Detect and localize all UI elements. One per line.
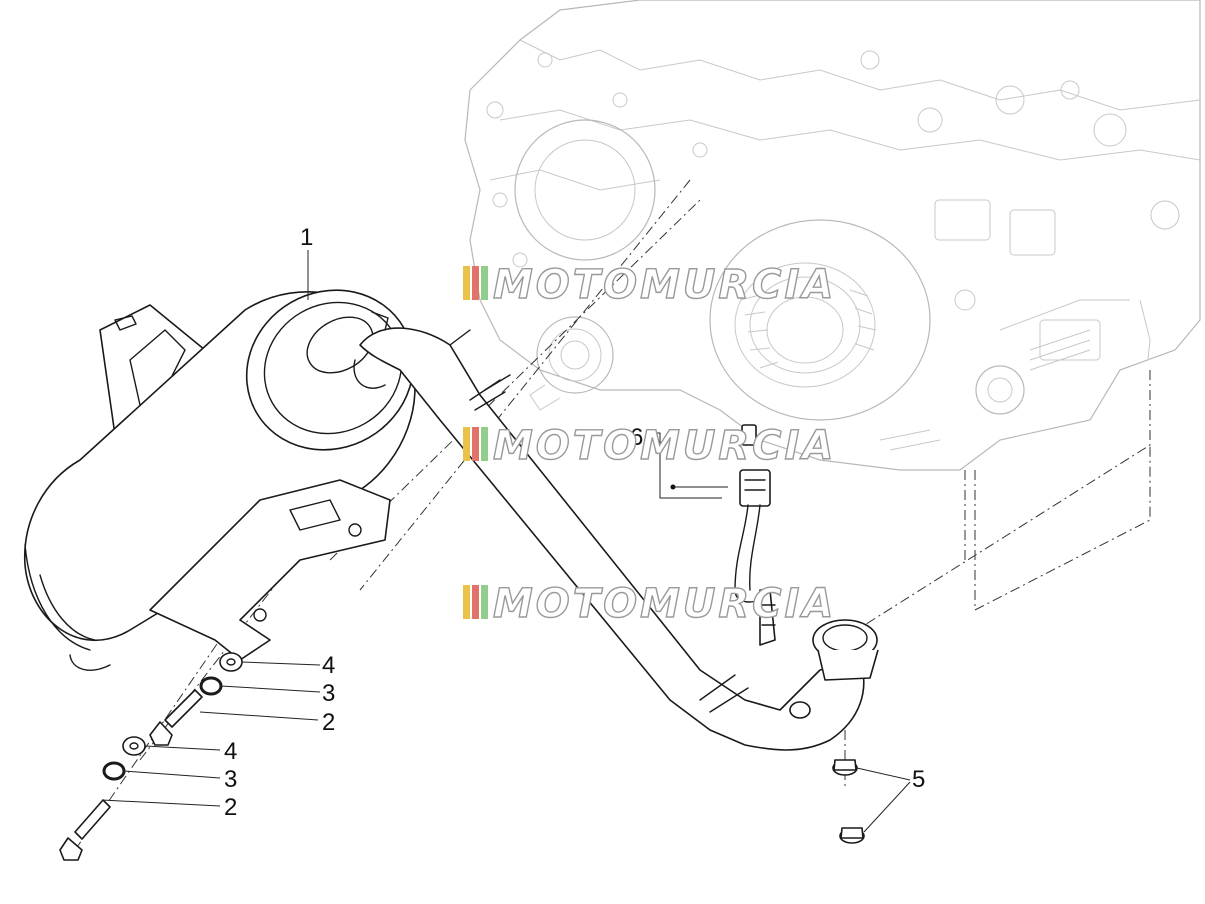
- callout-4-upper: 4: [322, 652, 335, 679]
- callout-6: 6: [630, 424, 643, 451]
- callout-3-lower: 3: [224, 766, 237, 793]
- bolt-lower: [59, 799, 111, 861]
- callout-3-upper: 3: [322, 680, 335, 707]
- fasteners: [59, 652, 865, 861]
- watermark-text: MOTOMURCIA: [493, 581, 836, 627]
- watermark-middle: MOTOMURCIA: [463, 422, 836, 470]
- o-ring-lower: [102, 761, 126, 781]
- washer-upper: [219, 652, 243, 672]
- flange-nut-upper: [832, 759, 858, 776]
- lambda-sensor: [734, 424, 776, 646]
- watermark-bottom: MOTOMURCIA: [463, 580, 836, 628]
- callout-2-lower: 2: [224, 794, 237, 821]
- flange-nut-lower: [839, 827, 865, 844]
- callout-4-lower: 4: [224, 738, 237, 765]
- exhaust-pipe: [353, 311, 879, 751]
- callout-labels: 1 4 3 2 4 3 2 5 6: [224, 224, 925, 821]
- washer-lower: [122, 736, 146, 756]
- watermark-top: MOTOMURCIA: [463, 261, 836, 309]
- watermark-text: MOTOMURCIA: [493, 423, 836, 469]
- callout-1: 1: [300, 224, 313, 251]
- callout-5: 5: [912, 766, 925, 793]
- watermark-text: MOTOMURCIA: [493, 262, 836, 308]
- bolt-upper: [149, 689, 203, 746]
- engine-block: [464, 0, 1201, 471]
- o-ring-upper: [199, 676, 223, 696]
- muffler: [23, 289, 416, 671]
- leader-lines: [101, 250, 911, 833]
- callout-2-upper: 2: [322, 709, 335, 736]
